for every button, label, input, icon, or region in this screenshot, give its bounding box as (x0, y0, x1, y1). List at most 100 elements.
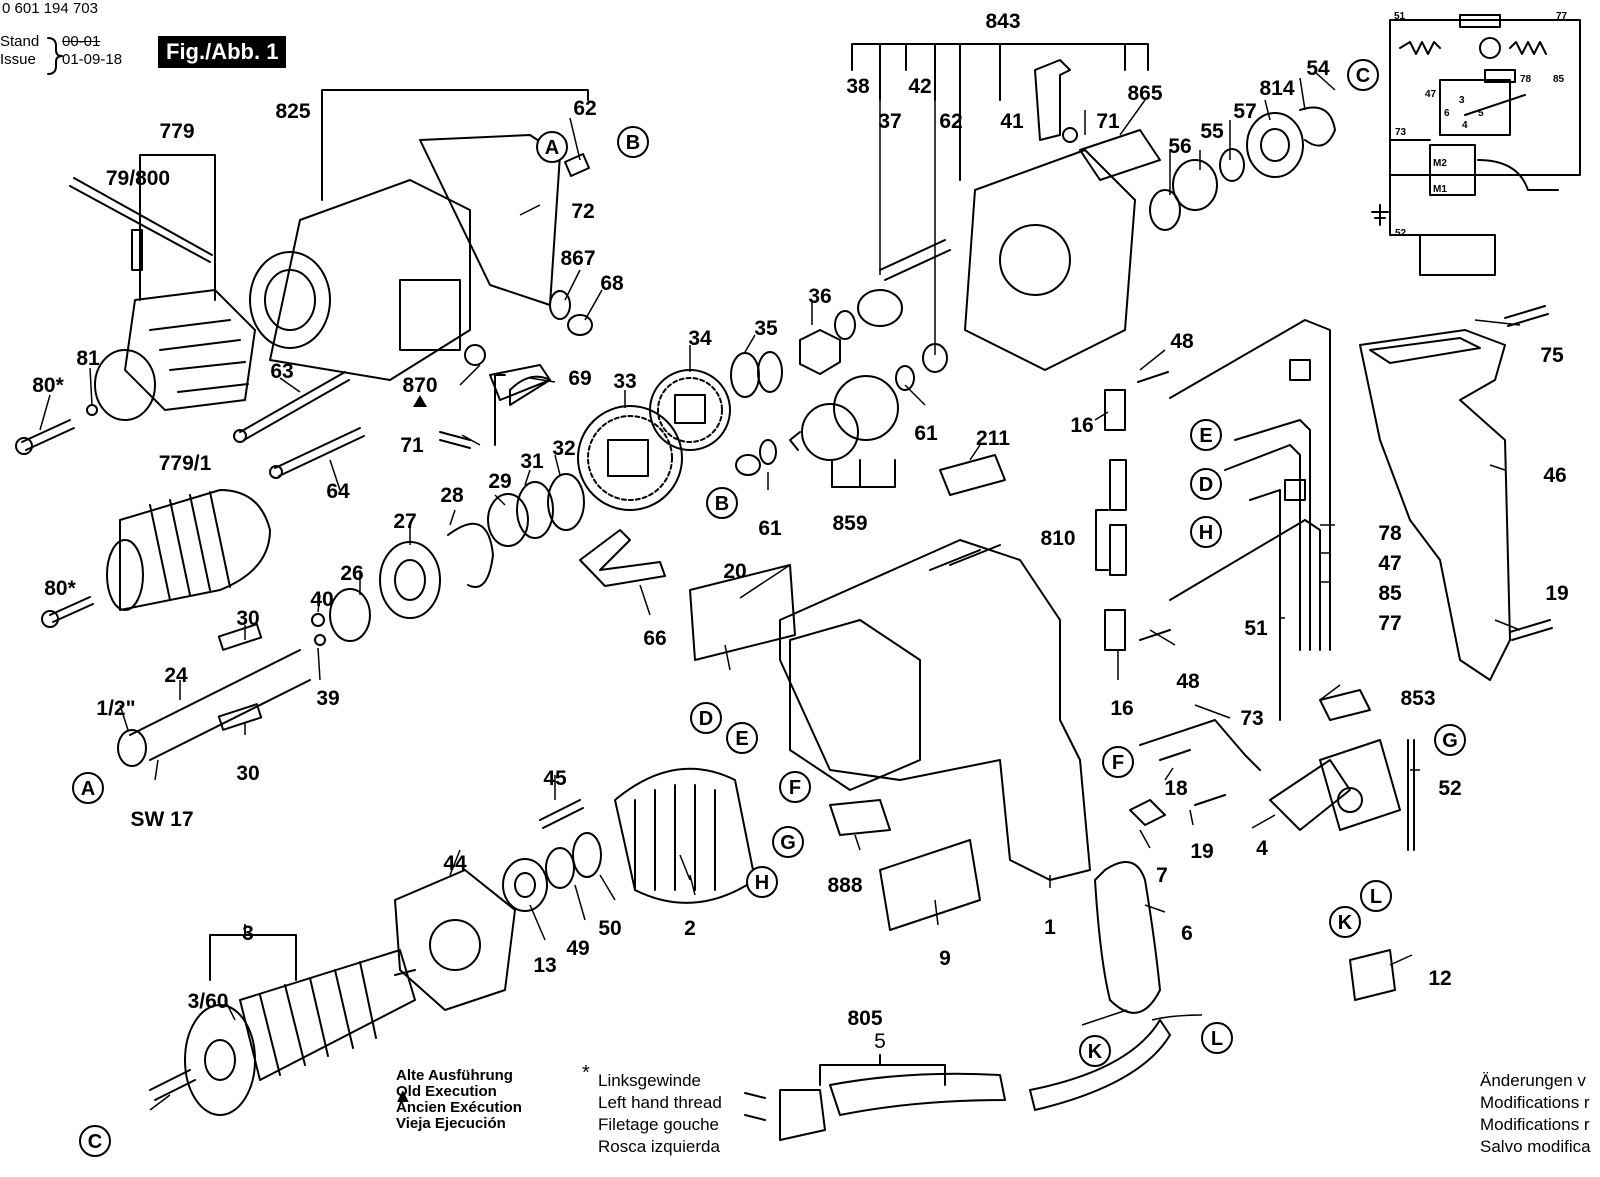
part-label: 51 (1244, 617, 1268, 640)
legend-line: Ancien Exécution (396, 1099, 522, 1116)
wiring-label: 78 (1520, 74, 1532, 85)
part-label: 30 (236, 762, 259, 785)
circle-ref-b: B (617, 126, 649, 158)
part-label: 41 (1000, 110, 1024, 133)
part-label: 32 (552, 437, 575, 460)
left-hand-thread-legend: Linksgewinde Left hand thread Filetage g… (598, 1070, 722, 1158)
triangle-marker: ▲ (393, 1085, 413, 1107)
circle-ref-d: D (690, 702, 722, 734)
part-label: 19 (1545, 582, 1568, 605)
part-label: 4 (1256, 837, 1268, 860)
part-label: 843 (985, 10, 1020, 33)
part-label: 12 (1428, 967, 1451, 990)
part-label: 42 (908, 75, 931, 98)
circle-ref-e: E (726, 722, 758, 754)
part-label: 211 (976, 427, 1010, 450)
svg-text:G: G (1442, 730, 1458, 752)
part-label: 79/800 (106, 167, 170, 190)
legend-line: Alte Ausführung (396, 1067, 513, 1084)
svg-text:K: K (1088, 1041, 1103, 1063)
part-label: 49 (566, 937, 589, 960)
legend-line: Vieja Ejecución (396, 1115, 506, 1132)
svg-text:L: L (1211, 1028, 1223, 1050)
part-label: 85 (1378, 582, 1402, 605)
part-label: 3 (242, 922, 254, 945)
asterisk-marker: * (582, 1062, 590, 1084)
part-label: 80* (44, 577, 76, 600)
part-label: 26 (340, 562, 363, 585)
part-label: 16 (1070, 414, 1093, 437)
svg-text:E: E (735, 728, 748, 750)
old-execution-legend: Alte Ausführung Old Execution Ancien Exé… (396, 1068, 522, 1132)
part-label: 2 (684, 917, 696, 940)
wiring-label: M1 (1433, 184, 1447, 195)
part-label: 810 (1040, 527, 1075, 550)
legend-line: Modifications r (1480, 1115, 1590, 1134)
part-label: 867 (560, 247, 595, 270)
part-label: 779/1 (159, 452, 212, 475)
part-label: 20 (723, 560, 746, 583)
wiring-label: 6 (1444, 108, 1450, 119)
part-label: 47 (1378, 552, 1401, 575)
part-label: 5 (874, 1030, 886, 1053)
wiring-label: 85 (1553, 74, 1565, 85)
svg-text:E: E (1199, 425, 1212, 447)
part-label: 1 (1044, 916, 1056, 939)
part-label: 61 (758, 517, 782, 540)
part-label: 62 (939, 110, 962, 133)
wiring-label: 52 (1395, 228, 1407, 239)
circle-ref-k: K (1079, 1035, 1111, 1067)
part-label: 71 (400, 434, 424, 457)
part-label: 825 (275, 100, 310, 123)
legend-line: Modifications r (1480, 1093, 1590, 1112)
svg-text:D: D (1199, 474, 1213, 496)
part-label: 45 (543, 767, 567, 790)
circle-ref-a: A (536, 131, 568, 163)
svg-text:F: F (1112, 752, 1124, 774)
part-label: 62 (573, 97, 596, 120)
part-label: 33 (613, 370, 636, 393)
wiring-label: 73 (1395, 127, 1407, 138)
part-label: 1/2" (96, 697, 135, 720)
legend-line: Änderungen v (1480, 1071, 1586, 1090)
part-label: 66 (643, 627, 666, 650)
part-label: 888 (827, 874, 862, 897)
part-label: 50 (598, 917, 621, 940)
svg-text:L: L (1370, 886, 1382, 908)
part-label: 31 (520, 450, 544, 473)
stand-label: Stand (0, 33, 40, 50)
part-label: 27 (393, 510, 416, 533)
part-label: 61 (914, 422, 938, 445)
part-label: 3/60 (188, 990, 229, 1013)
part-label: 77 (1378, 612, 1401, 635)
part-label: 52 (1438, 777, 1461, 800)
part-label: 24 (164, 664, 188, 687)
part-label: 69 (568, 367, 591, 390)
svg-text:A: A (545, 137, 559, 159)
part-label: 18 (1164, 777, 1188, 800)
svg-text:F: F (789, 777, 801, 799)
part-label: 6 (1181, 922, 1193, 945)
issue-date: 01-09-18 (62, 51, 123, 68)
svg-text:H: H (1199, 522, 1213, 544)
circle-ref-e: E (1190, 419, 1222, 451)
part-label: 44 (443, 852, 467, 875)
part-label: 78 (1378, 522, 1402, 545)
svg-text:H: H (755, 872, 769, 894)
part-label: 28 (440, 484, 464, 507)
legend-line: Rosca izquierda (598, 1137, 720, 1156)
part-label: 29 (488, 470, 511, 493)
document-number: 0 601 194 703 (2, 0, 98, 17)
part-label: 46 (1543, 464, 1566, 487)
part-label: 859 (832, 512, 867, 535)
part-label: 805 (847, 1007, 882, 1030)
part-label: 81 (76, 347, 100, 370)
part-label: 19 (1190, 840, 1213, 863)
part-label: 34 (688, 327, 712, 350)
part-label: 64 (326, 480, 350, 503)
legend-line: Filetage gouche (598, 1115, 719, 1134)
circle-ref-c: C (1347, 59, 1379, 91)
circle-ref-h: H (1190, 516, 1222, 548)
